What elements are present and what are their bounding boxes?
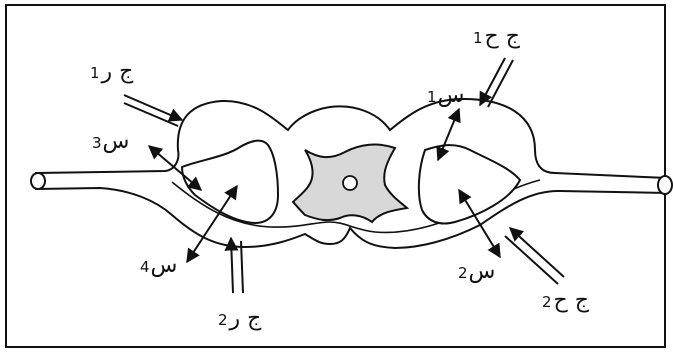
arrow-g-r2-b bbox=[241, 241, 243, 293]
label-g-r1: 1ج ر bbox=[90, 59, 134, 84]
label-g-h2: 2ج ح bbox=[542, 288, 590, 313]
arrow-g-h2-b bbox=[505, 236, 558, 284]
central-canal bbox=[343, 176, 357, 190]
arrow-g-h2-a bbox=[510, 228, 564, 277]
label-s4: 4س bbox=[140, 253, 177, 278]
label-s1: 1س bbox=[427, 83, 464, 108]
label-s3: 3س bbox=[92, 129, 129, 154]
label-g-r2: 2ج ر bbox=[218, 306, 262, 331]
label-s2: 2س bbox=[458, 259, 495, 284]
label-g-h1: 1ج ح bbox=[473, 24, 521, 49]
right-end-cap bbox=[658, 176, 672, 194]
left-end-cap bbox=[31, 173, 45, 189]
